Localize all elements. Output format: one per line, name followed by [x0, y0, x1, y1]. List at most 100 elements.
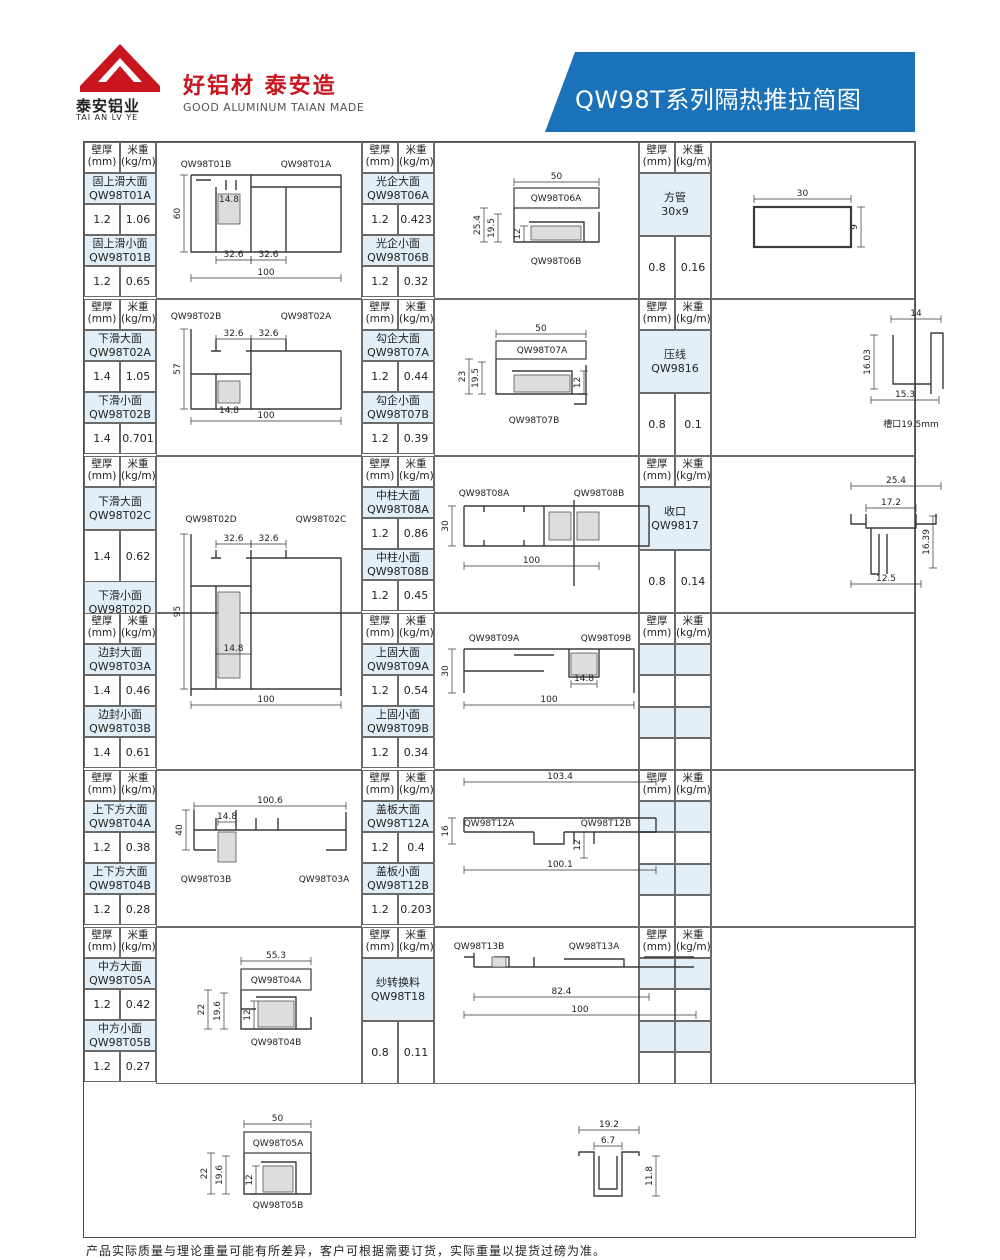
thickness-header: 壁厚 (mm)	[362, 456, 398, 487]
thickness-value: 1.2	[84, 204, 120, 235]
profile-name: 光企小面 QW98T06B	[362, 235, 434, 266]
profile-name: 压线 QW9816	[639, 330, 711, 393]
weight-header: 米重 (kg/m)	[675, 456, 711, 487]
profile-name: 固上滑小面 QW98T01B	[84, 235, 156, 266]
profile-code-label: QW98T08A	[459, 489, 510, 499]
profile-outline	[495, 359, 587, 405]
profile-code-label: QW98T07A	[517, 346, 568, 356]
profile-name: 盖板小面 QW98T12B	[362, 863, 434, 894]
dimension-label: 16.03	[863, 349, 873, 375]
drawing-cell	[711, 927, 915, 1084]
weight-value: 0.34	[398, 737, 434, 768]
empty-cell	[639, 1052, 675, 1084]
empty-cell	[639, 989, 675, 1021]
dimension-label: 25.4	[886, 476, 906, 486]
profile-name: 下滑大面 QW98T02C	[84, 487, 156, 530]
thickness-header: 壁厚 (mm)	[84, 927, 120, 958]
profile-name: 边封大面 QW98T03A	[84, 644, 156, 675]
thickness-header: 壁厚 (mm)	[362, 927, 398, 958]
profile-code-label: QW98T09A	[469, 634, 520, 644]
profile-code-label: QW98T09B	[581, 634, 632, 644]
thickness-value: 1.2	[362, 361, 398, 392]
dimension-label: 14.8	[219, 195, 239, 205]
empty-cell	[639, 738, 675, 770]
thickness-value: 0.8	[639, 393, 675, 456]
thickness-value: 1.2	[84, 832, 120, 863]
dimension-label: 100	[571, 1005, 588, 1015]
empty-cell	[639, 832, 675, 864]
profile-code-label: QW98T04B	[251, 1038, 302, 1048]
dimension-label: 19.5	[471, 368, 481, 388]
dimension-label: 22	[200, 1168, 210, 1179]
thickness-value: 1.2	[362, 737, 398, 768]
profile-code-label: QW98T13B	[454, 942, 505, 952]
weight-header: 米重 (kg/m)	[675, 770, 711, 801]
weight-header: 米重 (kg/m)	[120, 613, 156, 644]
drawing-cell	[434, 142, 639, 299]
dimension-label: 100	[257, 695, 274, 705]
profile-code-label: QW98T12A	[464, 819, 515, 829]
weight-header: 米重 (kg/m)	[398, 299, 434, 330]
drawing-cell	[434, 770, 639, 927]
profile-name: 固上滑大面 QW98T01A	[84, 173, 156, 204]
profile-name: 上固小面 QW98T09B	[362, 706, 434, 737]
thickness-header: 壁厚 (mm)	[362, 299, 398, 330]
empty-cell	[675, 1052, 711, 1084]
weight-header: 米重 (kg/m)	[398, 613, 434, 644]
dimension-label: 55.3	[266, 951, 286, 961]
weight-value: 0.11	[398, 1021, 434, 1084]
thickness-value: 1.2	[362, 204, 398, 235]
dimension-label: 32.6	[258, 329, 278, 339]
dimension-label: 95	[173, 606, 183, 617]
profile-code-label: QW98T07B	[509, 416, 560, 426]
empty-cell	[675, 958, 711, 989]
weight-value: 0.38	[120, 832, 156, 863]
dimension-label: 50	[551, 172, 563, 182]
profile-name: 下滑小面 QW98T02B	[84, 392, 156, 423]
weight-value: 0.44	[398, 361, 434, 392]
thickness-header: 壁厚 (mm)	[84, 613, 120, 644]
weight-value: 0.46	[120, 675, 156, 706]
thickness-header: 壁厚 (mm)	[362, 142, 398, 173]
weight-header: 米重 (kg/m)	[120, 770, 156, 801]
empty-cell	[639, 801, 675, 832]
thickness-header: 壁厚 (mm)	[639, 613, 675, 644]
profile-outline	[850, 514, 937, 575]
dimension-label: 16	[441, 825, 451, 837]
thickness-value: 1.2	[362, 580, 398, 611]
dimension-label: 15.3	[895, 390, 915, 400]
dimension-label: 50	[535, 324, 547, 334]
profile-name: 纱转换料 QW98T18	[362, 958, 434, 1021]
thickness-value: 1.4	[84, 361, 120, 392]
profile-code-label: QW98T02A	[281, 312, 332, 322]
profile-code-label: QW98T13A	[569, 942, 620, 952]
dimension-label: 30	[797, 189, 809, 199]
weight-value: 0.16	[675, 236, 711, 299]
profile-name: 中方小面 QW98T05B	[84, 1020, 156, 1051]
empty-cell	[639, 707, 675, 738]
dimension-label: 12	[245, 1174, 255, 1185]
thickness-value: 1.2	[84, 1051, 120, 1082]
thickness-value: 1.2	[362, 423, 398, 454]
profile-name: 中方大面 QW98T05A	[84, 958, 156, 989]
weight-header: 米重 (kg/m)	[398, 927, 434, 958]
thickness-value: 1.4	[84, 737, 120, 768]
profile-name: 光企大面 QW98T06A	[362, 173, 434, 204]
empty-cell	[639, 895, 675, 927]
profile-name: 下滑大面 QW98T02A	[84, 330, 156, 361]
dimension-label: 14	[910, 309, 922, 319]
thickness-value: 1.4	[84, 423, 120, 454]
thickness-header: 壁厚 (mm)	[362, 770, 398, 801]
profile-code-label: QW98T06B	[531, 257, 582, 267]
profile-name: 方管 30x9	[639, 173, 711, 236]
dimension-label: 82.4	[551, 987, 571, 997]
dimension-label: 30	[441, 665, 451, 677]
profile-outline	[463, 648, 635, 693]
drawing-cell	[434, 299, 639, 456]
weight-value: 0.28	[120, 894, 156, 925]
